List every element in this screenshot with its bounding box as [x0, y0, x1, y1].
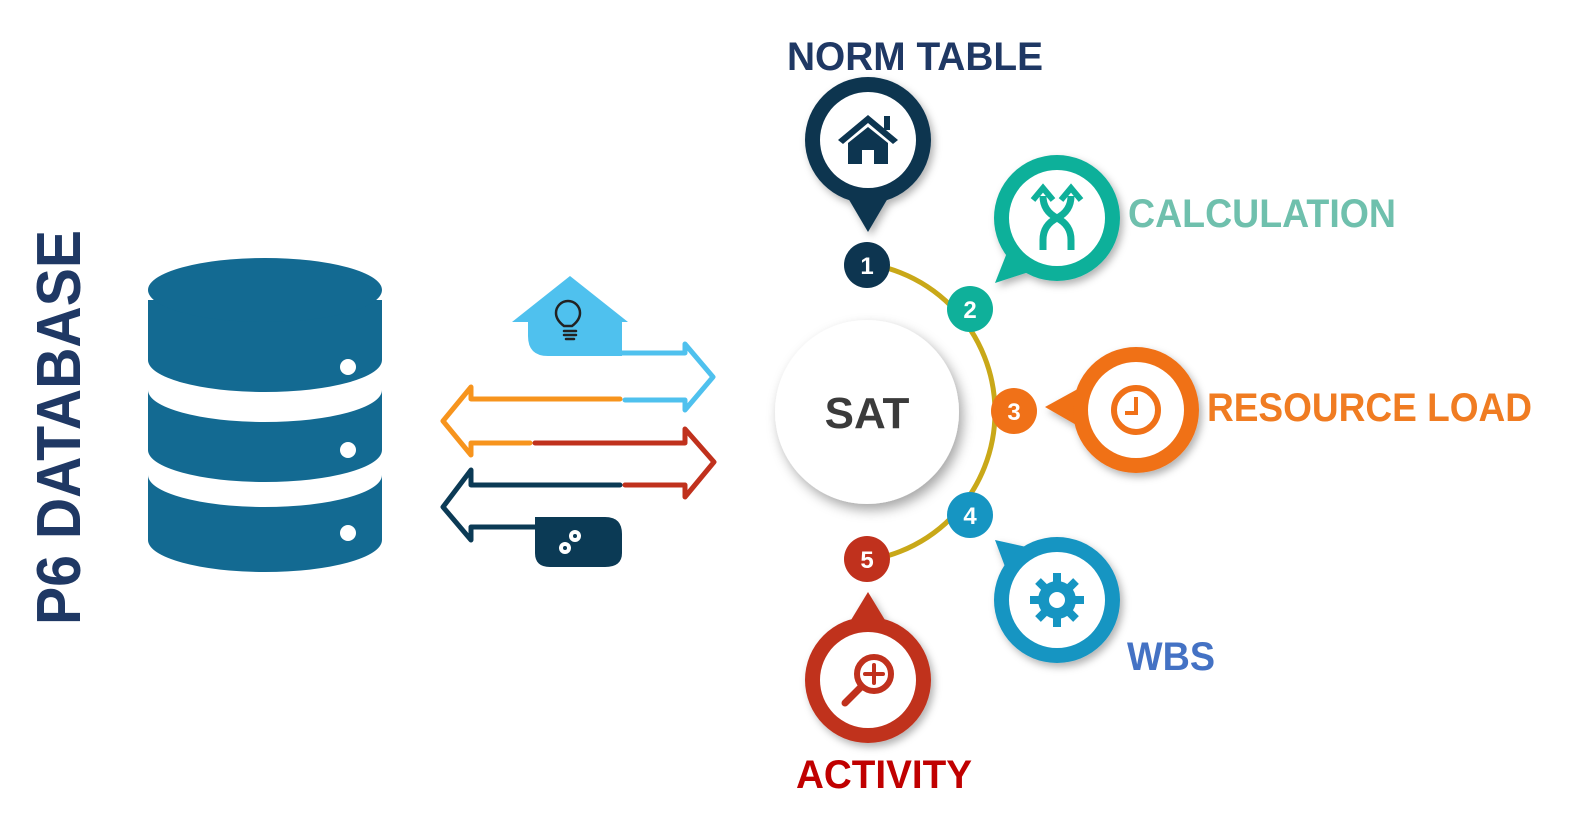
zoom-in-icon	[841, 654, 894, 707]
step-label: CALCULATION	[1128, 192, 1396, 236]
step-4: 4 WBS	[947, 492, 1215, 679]
step-label: NORM TABLE	[787, 35, 1043, 79]
home-icon	[838, 115, 898, 164]
step-label: RESOURCE LOAD	[1207, 386, 1532, 430]
database-title: P6 DATABASE	[25, 230, 94, 625]
step-number: 1	[860, 253, 873, 280]
arrow-right-red	[532, 426, 717, 500]
arrow-left-orange	[440, 384, 623, 458]
flow-arrows	[440, 276, 717, 567]
clock-icon	[1111, 385, 1161, 435]
lightbulb-house	[512, 276, 628, 356]
database-icon	[148, 258, 382, 572]
arrow-left-navy	[440, 467, 623, 543]
arrow-right-blue	[619, 341, 716, 413]
step-3: 3 RESOURCE LOAD	[991, 347, 1532, 473]
step-2: 2 CALCULATION	[947, 155, 1396, 332]
gear-icon	[1030, 573, 1084, 627]
lightbulb-icon	[554, 299, 582, 341]
gears-icon	[559, 530, 581, 554]
step-1: 1 NORM TABLE	[787, 35, 1043, 288]
step-label: WBS	[1127, 635, 1215, 679]
step-number: 3	[1007, 399, 1020, 426]
center-node: SAT	[775, 320, 959, 504]
gears-box	[535, 517, 622, 567]
center-label: SAT	[825, 389, 910, 438]
step-label: ACTIVITY	[796, 753, 972, 797]
step-5: 5 ACTIVITY	[796, 536, 972, 797]
step-number: 5	[860, 547, 873, 574]
merge-arrows-icon	[1030, 183, 1084, 250]
step-number: 4	[963, 503, 977, 530]
step-number: 2	[963, 297, 976, 324]
